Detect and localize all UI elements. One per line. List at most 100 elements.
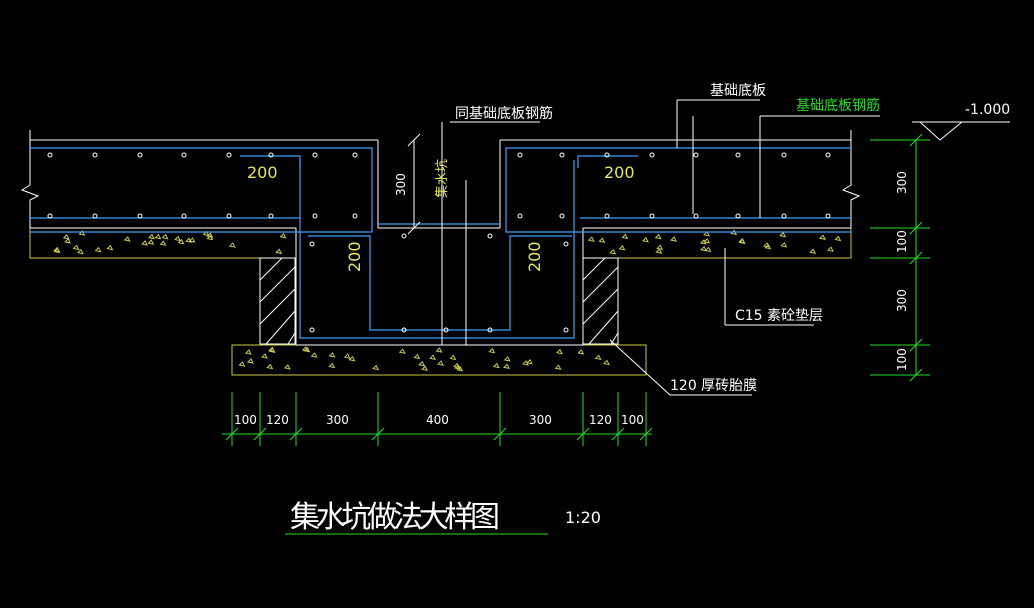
rebar-dot	[517, 152, 523, 158]
aggregate-speck	[654, 233, 662, 240]
rebar-dot	[693, 213, 699, 219]
aggregate-speck	[454, 364, 462, 370]
bottom-dim-7: 100	[621, 413, 644, 427]
aggregate-speck	[656, 244, 664, 251]
rebar-dot	[181, 213, 187, 219]
rebar-dots	[47, 152, 831, 333]
rebar	[30, 147, 851, 339]
bar-dim-pit-right: 200	[525, 241, 544, 272]
aggregate-speck	[141, 240, 149, 246]
aggregate-speck	[738, 238, 746, 245]
aggregate-speck	[435, 347, 443, 353]
label-base-slab: 基础底板	[710, 82, 766, 99]
aggregate-speck	[492, 362, 500, 369]
elevation-marker	[912, 121, 1010, 141]
brick-form-right	[582, 257, 619, 345]
rebar-dot	[443, 327, 449, 333]
aggregate-speck	[437, 360, 444, 366]
brick-form-left	[259, 257, 296, 345]
pit-depth-dimension	[407, 133, 421, 235]
aggregate-speck	[655, 248, 663, 254]
rebar-dot	[649, 152, 655, 158]
rebar-dot	[604, 152, 610, 158]
rebar-dot	[309, 241, 315, 247]
rebar-dot	[92, 213, 98, 219]
bottom-dim-1: 100	[234, 413, 257, 427]
cushion-layer	[29, 227, 852, 376]
aggregate-speck	[279, 232, 287, 239]
rebar-dot	[735, 152, 741, 158]
bar-dim-left-top: 200	[247, 163, 278, 182]
drawing-title: 集水坑做法大样图	[290, 500, 500, 535]
rebar-dot	[563, 241, 569, 247]
rebar-dot	[559, 152, 565, 158]
aggregate-speck	[328, 352, 336, 358]
rebar-dot	[401, 327, 407, 333]
label-brick-form: 120 厚砖胎膜	[670, 378, 757, 394]
aggregate-speck	[429, 354, 436, 360]
aggregate-speck	[106, 244, 114, 251]
bottom-dim-5: 300	[529, 413, 552, 427]
rebar-dot	[268, 152, 274, 158]
aggregate-speck	[503, 356, 511, 362]
aggregate-speck	[348, 355, 356, 362]
aggregate-speck	[64, 238, 72, 244]
rebar-dot	[825, 213, 831, 219]
aggregate-speck	[764, 243, 772, 250]
aggregate-speck	[328, 362, 336, 369]
aggregate-speck	[53, 247, 61, 254]
aggregate-speck	[275, 248, 283, 255]
aggregate-speck	[449, 354, 457, 361]
aggregate-speck	[779, 231, 787, 238]
label-base-slab-rebar: 基础底板钢筋	[796, 97, 880, 114]
rebar-dot	[487, 233, 493, 239]
bar-dim-right-top: 200	[604, 163, 635, 182]
aggregate-speck	[554, 364, 562, 370]
aggregate-speck	[488, 347, 496, 354]
aggregate-speck	[577, 349, 585, 355]
aggregate-speck	[641, 237, 649, 243]
aggregate-speck	[621, 233, 629, 240]
aggregate-speck	[618, 245, 626, 251]
aggregate-speck	[343, 353, 351, 359]
rebar-dot	[781, 213, 787, 219]
aggregate-speck	[62, 234, 70, 240]
aggregate-speck	[372, 364, 380, 371]
label-pit: 集水坑	[434, 159, 450, 198]
leaders	[441, 99, 880, 396]
aggregate-speck	[503, 363, 510, 370]
rebar-dot	[559, 213, 565, 219]
bar-dim-pit-left: 200	[345, 241, 364, 272]
aggregate-speck	[310, 352, 318, 358]
aggregate-speck	[177, 238, 185, 245]
aggregate-speck	[266, 363, 274, 370]
bottom-dim-6: 120	[589, 413, 612, 427]
aggregate-speck	[826, 246, 834, 252]
rebar-dot	[309, 327, 315, 333]
rebar-dot	[226, 152, 232, 158]
aggregate-speck	[161, 233, 169, 240]
aggregate-speck	[594, 354, 602, 361]
rebar-dot	[563, 327, 569, 333]
rebar-dot	[735, 213, 741, 219]
right-dim-4: 100	[895, 348, 909, 371]
aggregate-speck	[555, 348, 563, 355]
aggregate-speck	[154, 233, 162, 240]
aggregate-speck	[261, 353, 268, 359]
rebar-dot	[181, 152, 187, 158]
right-dim-1: 300	[895, 171, 909, 194]
aggregate-speck	[780, 241, 788, 248]
aggregate-speck	[834, 235, 842, 242]
right-dimension-chain	[870, 133, 930, 382]
aggregate-speck	[819, 234, 826, 240]
aggregate-speck	[418, 360, 426, 367]
rebar-dot	[137, 213, 143, 219]
rebar-dot	[268, 213, 274, 219]
rebar-dot	[693, 152, 699, 158]
aggregate-speck	[526, 358, 533, 365]
aggregate-speck	[703, 237, 711, 244]
aggregate-speck	[147, 239, 155, 245]
aggregate-speck	[421, 365, 429, 372]
label-same-rebar: 同基础底板钢筋	[455, 105, 553, 122]
